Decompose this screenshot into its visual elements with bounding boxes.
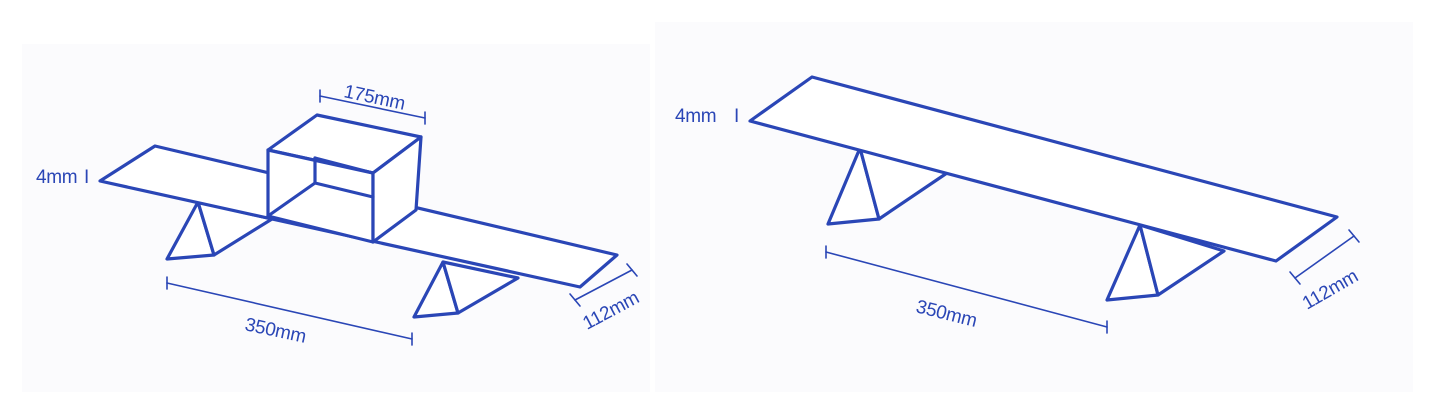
right-front-support: [1105, 223, 1226, 302]
dimension-line: [319, 95, 426, 119]
box-inner-edge: [266, 181, 317, 218]
dimension-tick: [1289, 271, 1301, 285]
left-thickness-icon: I: [84, 167, 89, 188]
dimension-line: [825, 251, 1108, 328]
right-thickness-icon: I: [734, 106, 739, 127]
dimension-line: [574, 269, 633, 301]
support-side-face: [441, 260, 520, 315]
dimension-tick: [569, 293, 581, 307]
right-plank: [748, 75, 1339, 263]
right-thickness-label: 4mm: [675, 106, 716, 127]
left-front-support: [412, 260, 520, 319]
dimension-line: [1294, 235, 1355, 279]
left-thickness-label: 4mm: [36, 167, 77, 188]
dimension-tick: [626, 263, 638, 277]
left-box: [266, 113, 423, 244]
left-thickness-dimension: 4mm I: [36, 167, 89, 188]
box-inner-edge: [313, 156, 375, 175]
dimension-tick: [1348, 229, 1360, 243]
right-thickness-dimension: 4mm I: [675, 106, 739, 127]
support-side-face: [1138, 223, 1226, 297]
dimension-line: [166, 282, 413, 340]
box-side-face: [371, 135, 423, 244]
left-figure: 4mm I 175mm 350mm 112mm: [36, 81, 643, 347]
